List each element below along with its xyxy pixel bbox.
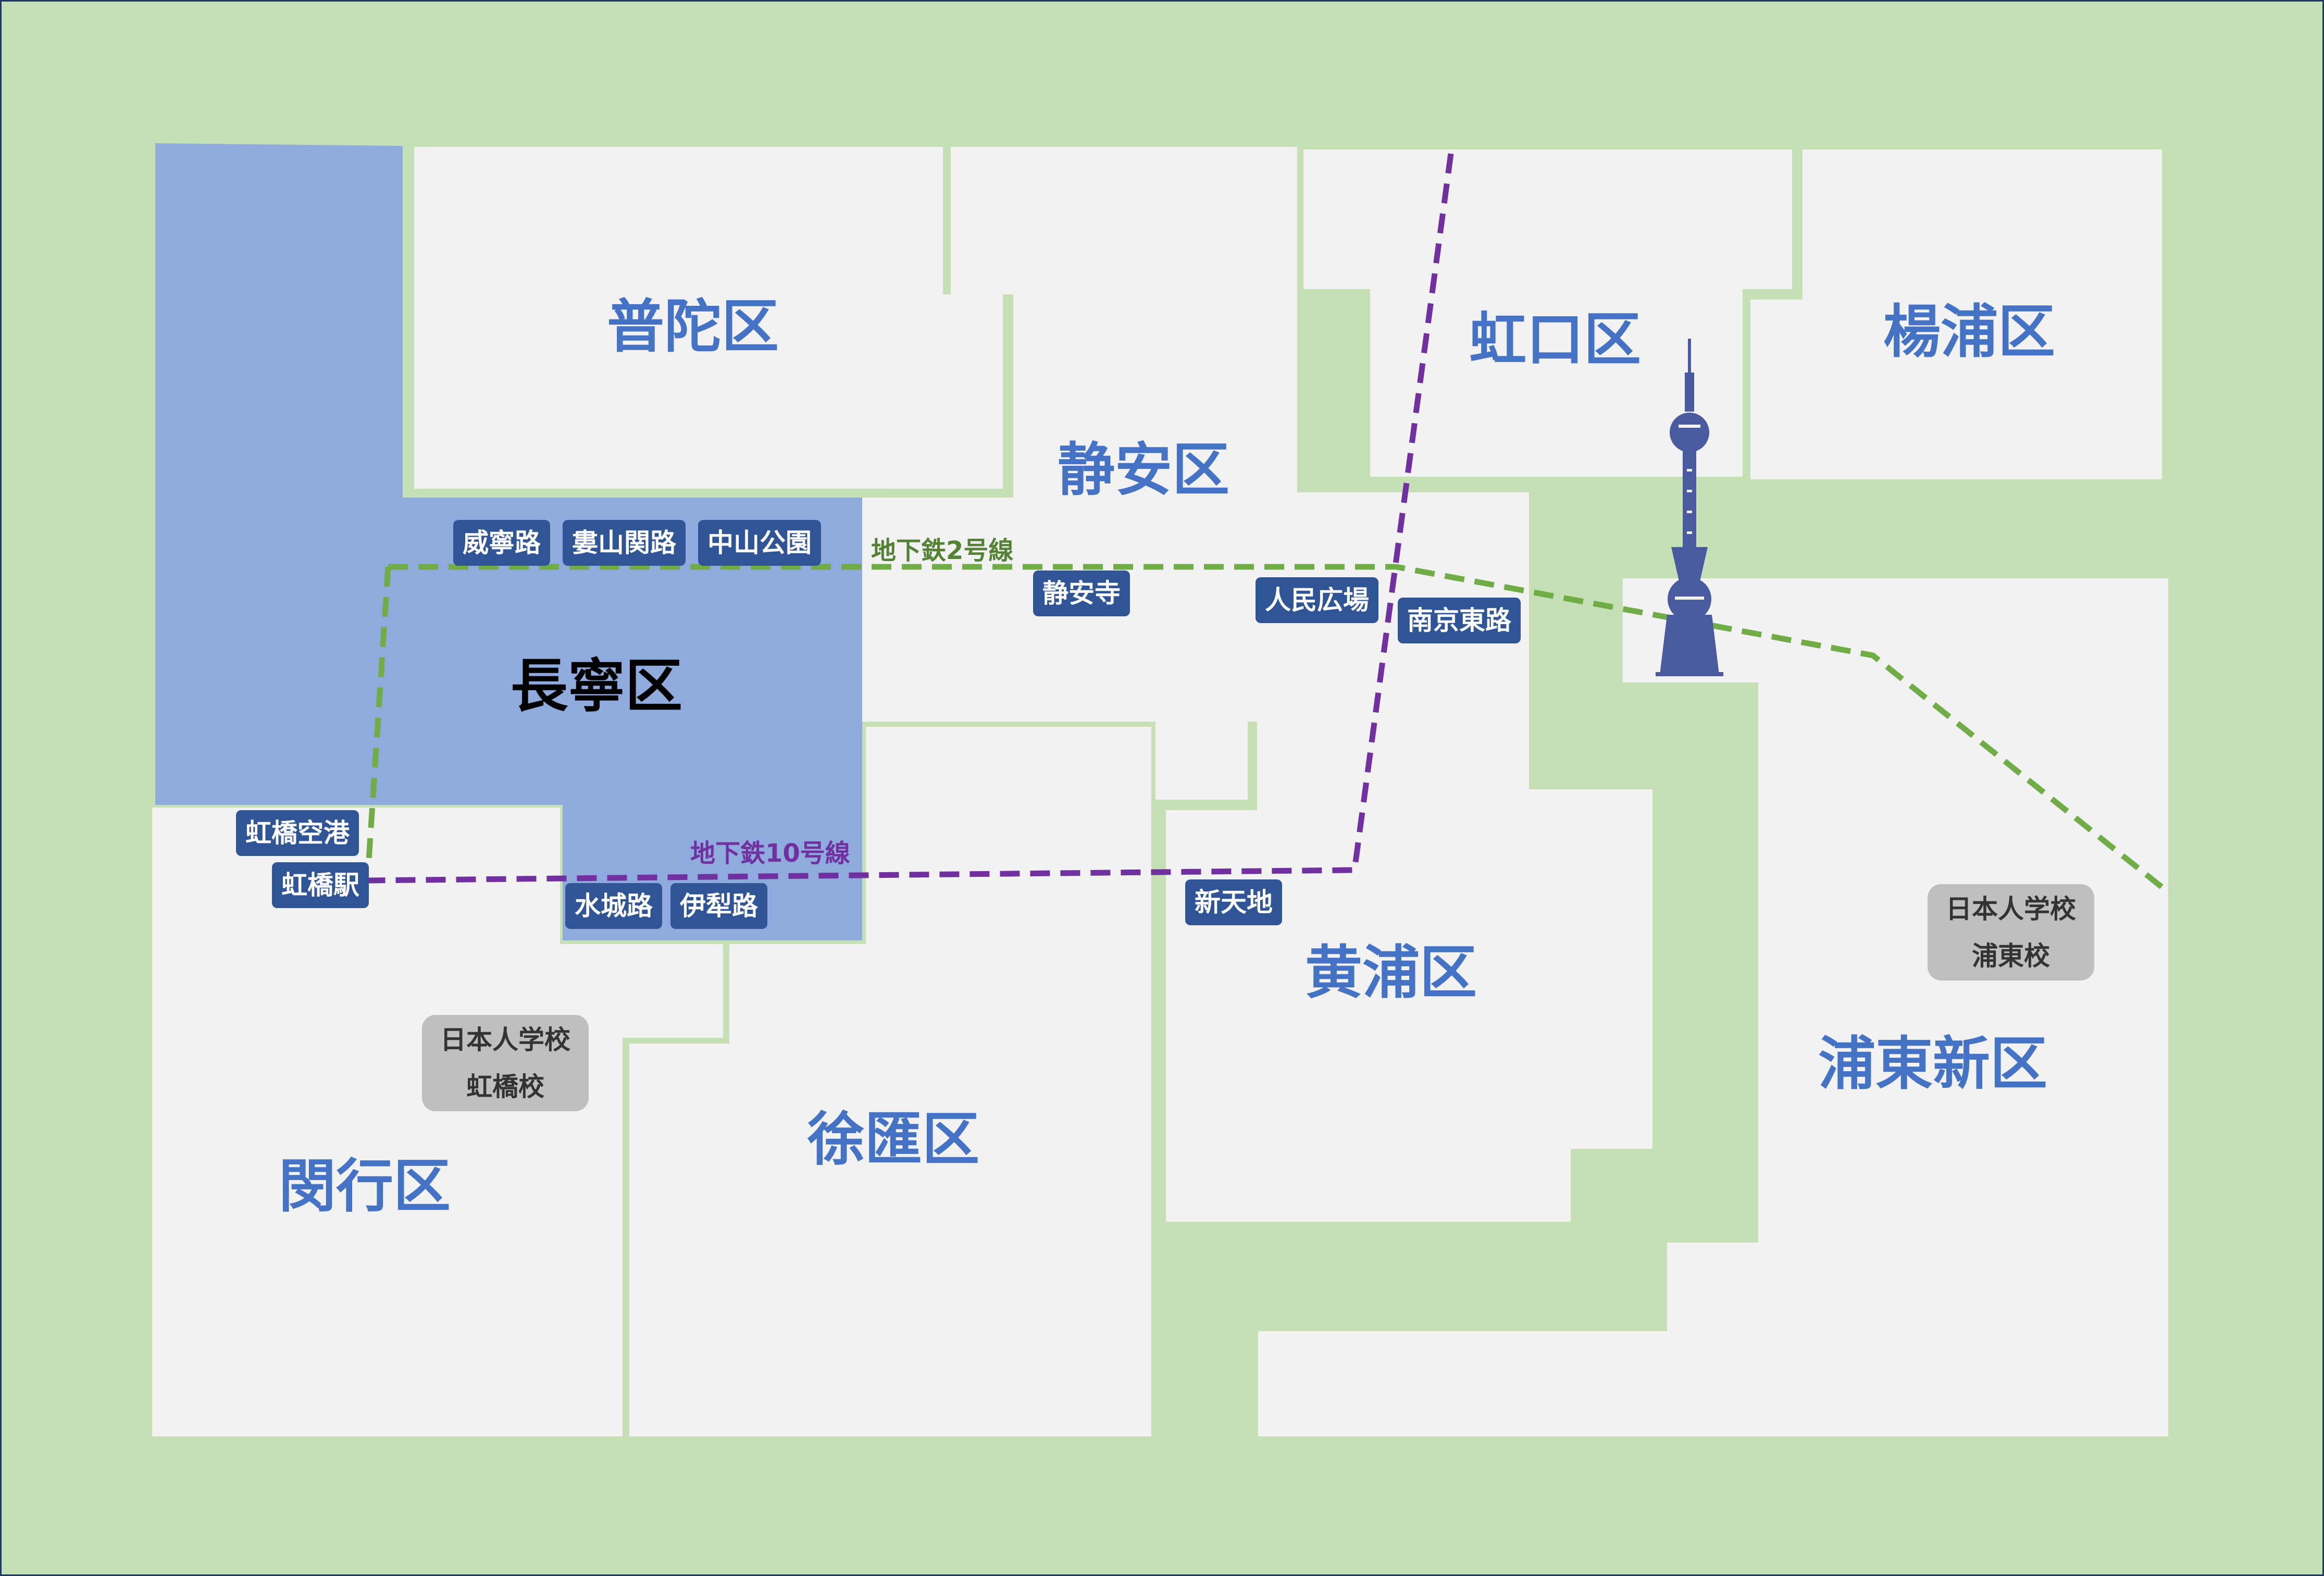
- district-label-putuo: 普陀区: [607, 293, 779, 360]
- metro-line-2-branch: [366, 566, 391, 860]
- school-hongqiao[interactable]: 日本人学校 虹橋校: [422, 1015, 589, 1111]
- district-label-hongkou: 虹口区: [1469, 306, 1641, 373]
- station-jingan-temple[interactable]: 静安寺: [1033, 570, 1130, 616]
- district-label-xuhui: 徐匯区: [807, 1106, 979, 1173]
- district-label-jingan: 静安区: [1058, 437, 1229, 503]
- district-pudong: [1258, 578, 2168, 1436]
- school-pudong-line1: 日本人学校: [1946, 894, 2076, 924]
- district-label-huangpu: 黄浦区: [1305, 939, 1477, 1006]
- district-putuo: [414, 147, 1003, 489]
- oriental-pearl-tower-icon: [1656, 339, 1723, 676]
- station-loushanguan[interactable]: 婁山関路: [563, 520, 686, 566]
- district-minhang: [152, 808, 723, 1436]
- district-jingan: [862, 147, 1297, 800]
- district-label-pudong: 浦東新区: [1818, 1031, 2047, 1097]
- district-label-changning: 長寧区: [511, 653, 682, 719]
- station-zhongshan-park[interactable]: 中山公園: [698, 520, 821, 566]
- district-huangpu: [1166, 492, 1652, 1222]
- metro-line-2-label: 地下鉄2号線: [871, 536, 1014, 565]
- station-hongqiao-station[interactable]: 虹橋駅: [272, 862, 369, 908]
- station-shuicheng[interactable]: 水城路: [565, 883, 662, 929]
- metro-line-2: [388, 564, 2172, 896]
- station-peoples-square[interactable]: 人民広場: [1256, 577, 1378, 623]
- school-hongqiao-line2: 虹橋校: [466, 1071, 544, 1102]
- school-pudong[interactable]: 日本人学校 浦東校: [1928, 884, 2094, 981]
- district-yangpu: [1750, 150, 2162, 479]
- district-label-minhang: 閔行区: [279, 1153, 451, 1220]
- station-yili[interactable]: 伊犁路: [670, 883, 767, 929]
- school-hongqiao-line1: 日本人学校: [440, 1024, 570, 1055]
- district-hongkou: [1303, 150, 1792, 477]
- district-label-yangpu: 楊浦区: [1883, 299, 2055, 365]
- station-weining[interactable]: 威寧路: [453, 520, 550, 566]
- school-pudong-line2: 浦東校: [1972, 940, 2050, 971]
- station-nanjing-east[interactable]: 南京東路: [1398, 598, 1521, 643]
- station-xintiandi[interactable]: 新天地: [1185, 879, 1282, 925]
- district-xuhui: [629, 727, 1151, 1436]
- metro-line-10-label: 地下鉄10号線: [690, 839, 850, 868]
- station-hongqiao-airport[interactable]: 虹橋空港: [236, 810, 359, 856]
